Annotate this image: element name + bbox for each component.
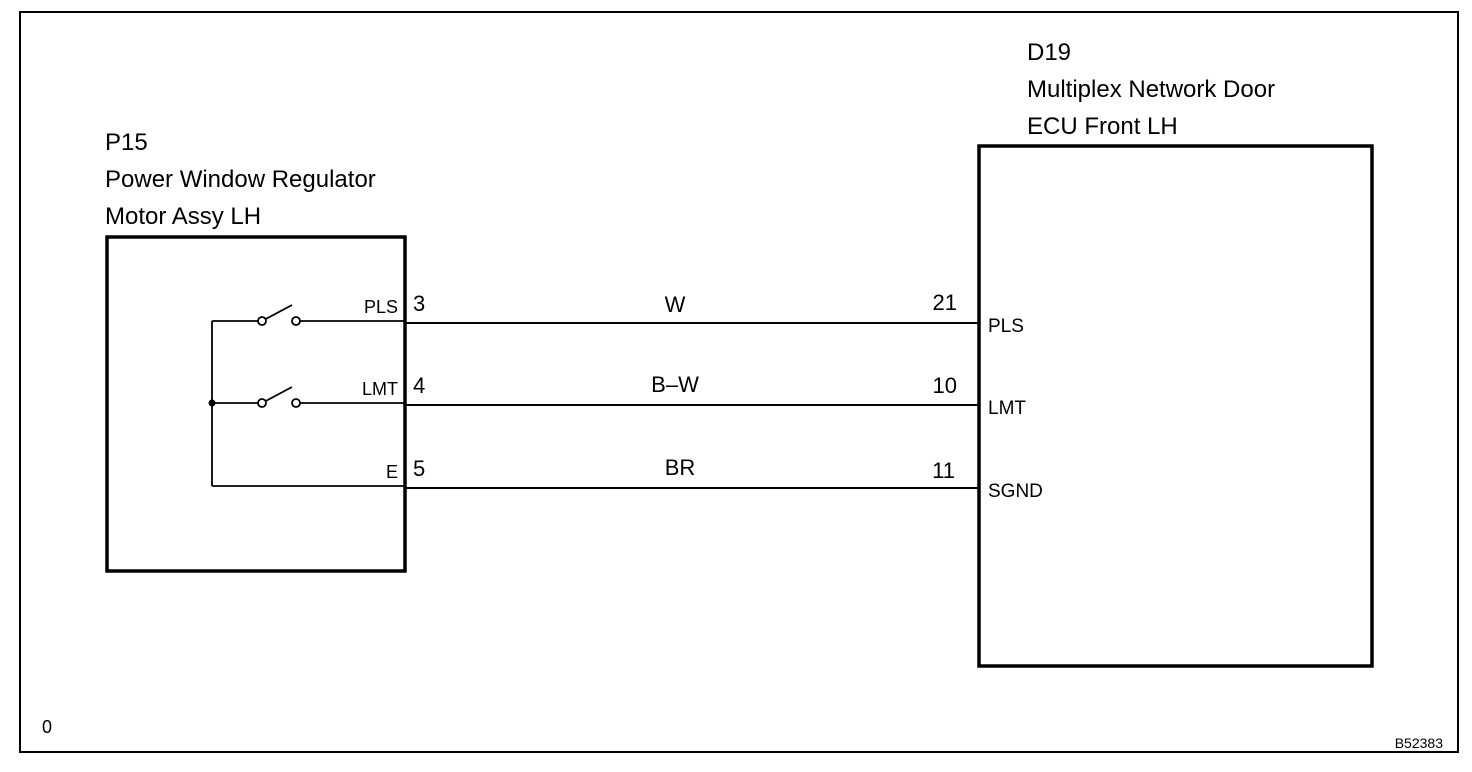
left-terminal-label: E [386,462,398,482]
harness-wires [405,322,979,489]
right-pin-number: 10 [933,373,957,398]
right-pin-number: 21 [933,290,957,315]
right-component-code: D19 [1027,39,1071,66]
right-terminal-label: SGND [988,481,1043,502]
switch-2-contact-right [291,398,301,408]
left-pin-number: 3 [413,291,425,316]
switch-2-contact-left [257,398,267,408]
switch-1-contact-left [257,316,267,326]
left-component-name-line1: Power Window Regulator [105,166,376,193]
wire-color-code: BR [665,455,696,480]
right-terminal-label: LMT [988,398,1026,419]
diagram-frame [19,11,1459,753]
left-terminal-label: PLS [364,297,398,317]
right-component-box [977,144,1374,668]
right-component-name-line2: ECU Front LH [1027,113,1178,140]
figure-code: B52383 [1395,735,1443,751]
left-pin-number: 4 [413,373,425,398]
left-component-name-line2: Motor Assy LH [105,203,261,230]
left-component-code: P15 [105,129,148,156]
wire-color-code: W [665,292,686,317]
motor-internal-circuit [211,304,405,487]
corner-label: 0 [42,717,52,737]
switch-2-blade [261,386,293,404]
left-pin-number: 5 [413,456,425,481]
switch-1-contact-right [291,316,301,326]
right-terminal-label: PLS [988,316,1024,337]
right-pin-number: 11 [932,458,955,483]
wire-color-code: B–W [651,372,699,397]
left-component-box [105,235,407,573]
right-component-name-line1: Multiplex Network Door [1027,76,1275,103]
switch-1-blade [261,304,293,322]
left-terminal-label: LMT [362,379,398,399]
junction-dot [208,399,216,407]
